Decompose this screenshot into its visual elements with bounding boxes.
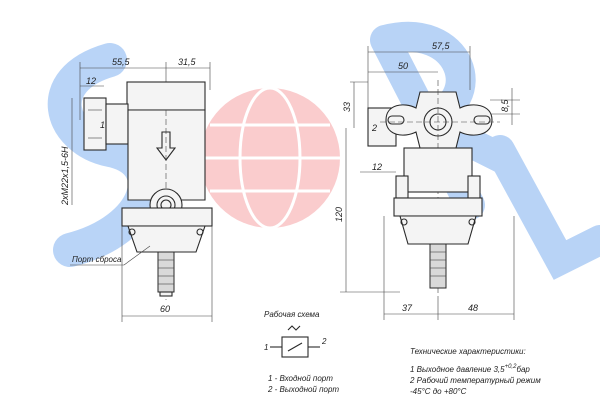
vent-port-label: Порт сброса <box>72 255 122 264</box>
legend-port-1: 1 - Входной порт <box>268 374 333 383</box>
legend-port-2: 2 - Выходной порт <box>267 385 339 394</box>
base-flange <box>121 207 213 227</box>
adjusting-screw-right <box>429 243 447 289</box>
dim-55-5: 55,5 <box>112 57 131 67</box>
specifications: Технические характеристики: 1 Выходное д… <box>409 347 541 396</box>
scheme-port-1: 1 <box>264 343 268 352</box>
port-1-label: 1 <box>100 120 105 130</box>
valve-body-right <box>403 147 473 193</box>
dim-60: 60 <box>160 304 170 314</box>
left-view: 55,5 31,5 12 2хМ22х1,5-6Н 1 <box>60 57 213 322</box>
spec-line-1: 1 Выходное давление 3,5+0,2бар <box>410 364 530 374</box>
dim-31-5: 31,5 <box>178 57 197 67</box>
dim-120: 120 <box>334 207 344 222</box>
flow-arrow <box>155 131 177 161</box>
spec-line-2: 2 Рабочий температурный режим <box>409 376 541 385</box>
right-view: 57,5 50 33 120 8,5 2 12 <box>334 41 520 320</box>
dim-12-top: 12 <box>86 76 96 86</box>
spec-line-3: -45°С до +80°С <box>410 387 467 396</box>
dim-37: 37 <box>402 303 413 313</box>
dim-thread: 2хМ22х1,5-6Н <box>60 146 70 206</box>
inlet-neck <box>105 103 129 145</box>
watermark-letter-l <box>485 135 600 280</box>
dim-33: 33 <box>342 102 352 112</box>
port-2-label: 2 <box>371 123 377 133</box>
diaphragm-housing-right <box>399 215 477 245</box>
diaphragm-housing <box>127 225 206 253</box>
work-scheme-title: Рабочая схема <box>264 310 320 319</box>
base-flange-right <box>393 197 483 217</box>
dim-50: 50 <box>398 61 408 71</box>
work-scheme: Рабочая схема 1 2 1 - Входной порт 2 - В… <box>264 310 339 394</box>
dim-12-right: 12 <box>372 162 382 172</box>
top-cap <box>126 81 206 111</box>
specs-title: Технические характеристики: <box>410 347 526 356</box>
adjusting-screw <box>157 251 175 293</box>
dim-8-5: 8,5 <box>500 98 510 112</box>
valve-body <box>127 109 206 201</box>
mounting-flange <box>385 91 493 149</box>
dim-48: 48 <box>468 303 478 313</box>
scheme-port-2: 2 <box>321 337 327 346</box>
dim-57-5: 57,5 <box>432 41 451 51</box>
